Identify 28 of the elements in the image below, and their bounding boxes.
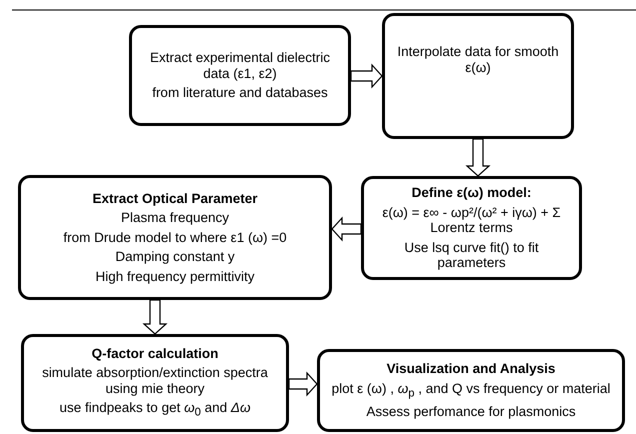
box-text: Damping constant y <box>115 249 235 265</box>
process-box <box>317 349 625 432</box>
block-arrow <box>465 138 491 177</box>
process-box <box>18 175 332 300</box>
box-text: Use lsq curve fit() to fit parameters <box>403 240 540 271</box>
block-arrow <box>331 216 362 242</box>
box-heading: Extract Optical Parameter <box>92 190 258 206</box>
process-box <box>361 176 582 280</box>
box-text: use findpeaks to get ω$_{0}$ and Δω <box>60 400 250 420</box>
box-text: plot ε (ω) , ω$_{p}$ , and Q vs frequency or material <box>332 380 610 400</box>
box-text: Interpolate data for smooth ε(ω) <box>396 44 560 76</box>
box-text: Assess perfomance for plasmonics <box>366 404 576 420</box>
box-text: Plasma frequency <box>120 210 230 226</box>
block-arrow <box>142 299 168 335</box>
process-box <box>21 334 289 432</box>
box-text: Extract experimental dielectric data (ε1, ε2) <box>148 50 332 82</box>
box-text: High frequency permittivity <box>95 268 255 284</box>
block-arrow <box>350 63 383 89</box>
box-heading: Define ε(ω) model: <box>412 185 532 201</box>
box-heading: Visualization and Analysis <box>386 361 556 377</box>
block-arrow <box>288 371 318 397</box>
box-text: simulate absorption/extinction spectra using mie theory <box>41 365 269 396</box>
box-text: from literature and databases <box>152 85 328 101</box>
process-box <box>129 25 351 126</box>
box-text: from Drude model to where ε1 (ω) =0 <box>63 230 287 246</box>
process-box <box>382 13 574 139</box>
box-text: ε(ω) = ε∞ - ωp²/(ω² + iγω) + Σ Lorentz terms <box>381 204 562 236</box>
box-heading: Q-factor calculation <box>92 346 218 362</box>
